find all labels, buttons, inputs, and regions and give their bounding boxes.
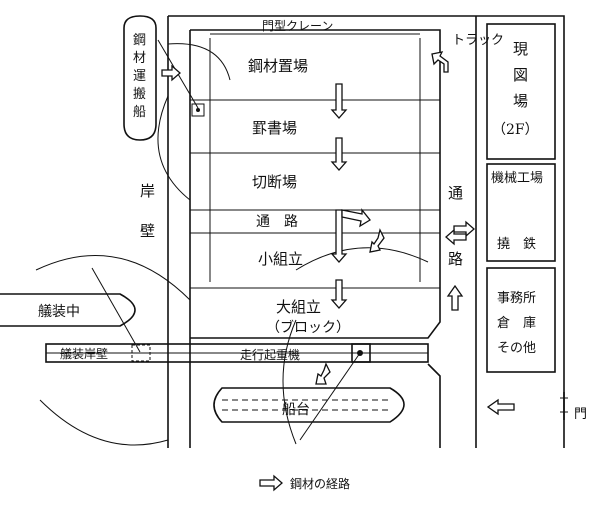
arrow-side	[341, 208, 371, 228]
slipway-ship	[213, 387, 405, 423]
arrow-to-slipway	[315, 362, 331, 385]
fitting-vessel	[0, 293, 136, 327]
mold-loft-box	[486, 23, 556, 160]
main-building-outline	[189, 29, 441, 448]
arrow-ship-to-yard	[161, 64, 181, 82]
mold-loft-char-3: 場	[513, 92, 528, 110]
wall-label: 壁	[140, 222, 155, 240]
road-char-2: 路	[448, 250, 463, 268]
traveling-crane-label: 走行起重機	[240, 347, 300, 362]
yard-boundary	[167, 15, 565, 448]
shore-label: 岸	[140, 182, 155, 200]
quay-crane	[131, 344, 151, 362]
marking-label: 罫書場	[252, 119, 297, 137]
ship-char-5: 船	[133, 105, 146, 120]
mold-loft-char-1: 現	[513, 40, 528, 58]
cutting-label: 切断場	[252, 173, 297, 191]
road-char-1: 通	[448, 184, 463, 202]
arrow-curve	[369, 228, 385, 253]
sub-assembly-label: 小組立	[258, 250, 303, 268]
steel-flow-arrows	[161, 51, 515, 492]
iron-work-label: 撓 鉄	[497, 237, 536, 252]
mold-loft-char-2: 図	[513, 66, 528, 84]
others-label: その他	[497, 341, 536, 356]
block-label: （ブロック）	[266, 319, 350, 336]
arrow-road-right	[453, 220, 475, 238]
fitting-quay-label: 艤装岸壁	[60, 346, 108, 361]
arrow-2	[330, 137, 348, 171]
machine-shop-box	[486, 163, 556, 262]
mold-loft-floor: （2F）	[492, 122, 539, 138]
ship-char-4: 搬	[133, 87, 146, 102]
arrow-gate	[486, 398, 515, 416]
legend-arrow	[259, 474, 283, 492]
ship-char-3: 運	[133, 69, 146, 84]
arrow-4	[330, 279, 348, 309]
arrow-road-left	[445, 228, 467, 246]
arrow-road-up	[446, 284, 464, 311]
machine-shop-label: 機械工場	[491, 171, 543, 186]
ship-char-1: 鋼	[133, 33, 146, 48]
arrow-1	[330, 83, 348, 119]
warehouse-label: 倉 庫	[497, 316, 536, 331]
ship-char-2: 材	[133, 51, 146, 66]
steel-carrier-ship	[123, 15, 157, 141]
track-label: トラック	[452, 33, 504, 48]
passage-label: 通 路	[256, 214, 298, 230]
road-corner	[427, 363, 441, 448]
large-assembly-label: 大組立	[276, 298, 321, 316]
gantry-crane-label: 門型クレーン	[262, 19, 333, 33]
fitting-label: 艤装中	[38, 303, 80, 320]
arrow-truck	[431, 51, 449, 73]
office-label: 事務所	[497, 291, 536, 306]
legend-label: 鋼材の経路	[290, 476, 350, 491]
crane-pivot	[191, 103, 205, 117]
traveling-crane-box	[351, 343, 371, 363]
slipway-label: 船台	[282, 402, 310, 418]
steel-yard-label: 鋼材置場	[248, 57, 308, 75]
office-box	[486, 267, 556, 373]
gate-label: 門	[574, 407, 587, 422]
